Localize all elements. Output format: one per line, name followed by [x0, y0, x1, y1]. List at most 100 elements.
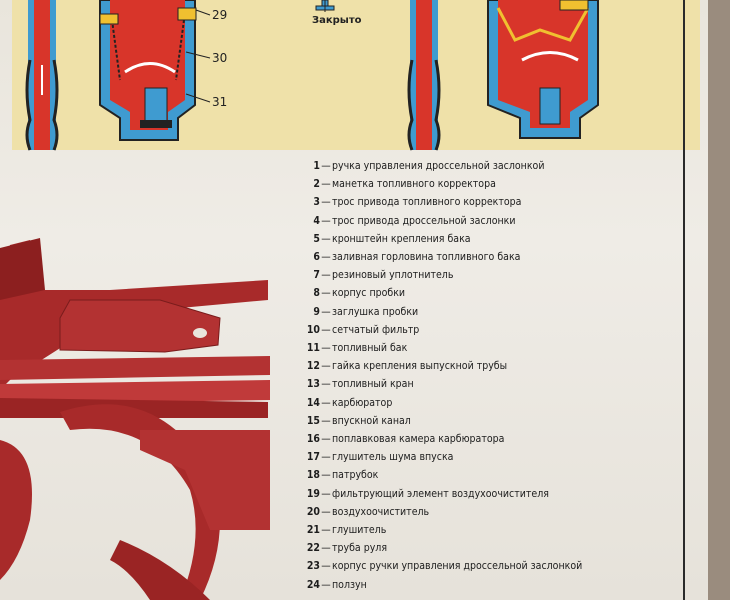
legend-item-number: 20: [306, 505, 320, 518]
legend-item: 5—кронштейн крепления бака: [300, 230, 471, 248]
legend-item: 2—манетка топливного корректора: [300, 175, 495, 193]
legend-item-text: трос привода топливного корректора: [332, 196, 522, 209]
legend-item: 23—корпус ручки управления дроссельной з…: [300, 557, 582, 575]
frame-lower-body: [140, 430, 270, 530]
right-seal: [559, 0, 589, 11]
right-tube-spring-right: [434, 59, 441, 151]
carburetor-left-section: [25, 0, 211, 151]
legend-item: 22—труба руля: [300, 539, 387, 557]
legend-item-dash: —: [321, 178, 331, 191]
frame-left-curve: [0, 440, 32, 580]
legend-item-number: 24: [306, 578, 320, 591]
legend-item: 4—трос привода дроссельной заслонки: [300, 212, 515, 230]
frame-bar-top: [0, 356, 270, 380]
legend-item-text: ползун: [332, 578, 367, 591]
legend-item: 17—глушитель шума впуска: [300, 448, 454, 466]
poster-border-line: [683, 0, 685, 600]
legend-item-text: поплавковая камера карбюратора: [332, 433, 505, 445]
legend-item-number: 6: [313, 251, 320, 263]
legend-item-text: корпус ручки управления дроссельной засл…: [332, 560, 583, 573]
legend-item: 7—резиновый уплотнитель: [300, 266, 453, 284]
callout-30: 30: [212, 51, 228, 65]
legend-item-text: глушитель: [332, 524, 387, 536]
legend-item-text: гайка крепления выпускной трубы: [332, 360, 508, 373]
legend-item-text: заливная горловина топливного бака: [332, 251, 521, 263]
legend-item: 10—сетчатый фильтр: [300, 321, 419, 339]
legend-item-dash: —: [321, 542, 331, 555]
legend-item: 8—корпус пробки: [300, 284, 405, 302]
legend-item-dash: —: [321, 487, 331, 500]
legend-item-text: резиновый уплотнитель: [332, 269, 454, 282]
legend-item: 1—ручка управления дроссельной заслонкой: [300, 157, 544, 175]
legend-item-dash: —: [321, 360, 331, 373]
left-seal-right: [177, 7, 197, 21]
left-needle-cap: [140, 120, 172, 128]
callout-29: 29: [212, 8, 228, 22]
legend-item-dash: —: [321, 524, 331, 536]
callout-30-leader: [185, 51, 211, 59]
legend-item-number: 16: [306, 433, 320, 445]
legend-item-dash: —: [321, 342, 331, 354]
legend-item: 3—трос привода топливного корректора: [300, 193, 521, 211]
legend-item-number: 21: [306, 524, 320, 536]
legend-item-text: патрубок: [332, 469, 379, 482]
carburetor-right-section: [407, 0, 599, 151]
callout-29-leader: [195, 9, 211, 16]
legend-item-dash: —: [321, 251, 331, 263]
moped-frame-illustration: [0, 238, 270, 600]
legend-item-dash: —: [321, 378, 331, 391]
legend-item: 21—глушитель: [300, 521, 386, 539]
legend-item-text: труба руля: [332, 542, 388, 555]
right-tube-fuel: [416, 0, 432, 150]
right-airflow: [521, 51, 579, 62]
legend-item-text: корпус пробки: [332, 287, 406, 300]
legend-item-text: карбюратор: [332, 396, 393, 409]
legend-item-text: топливный бак: [332, 342, 408, 354]
left-tube-spring: [25, 59, 32, 151]
left-float-spring: [111, 19, 185, 81]
legend-item-text: фильтрующий элемент воздухоочистителя: [332, 487, 549, 500]
legend-item-dash: —: [321, 269, 331, 282]
legend-item-dash: —: [321, 287, 331, 300]
legend-item-text: кронштейн крепления бака: [332, 232, 471, 245]
legend-item-number: 11: [306, 342, 320, 354]
legend-item-dash: —: [321, 323, 331, 336]
legend-item-number: 22: [306, 542, 320, 555]
legend-item-text: сетчатый фильтр: [332, 323, 420, 336]
legend-item-dash: —: [321, 305, 331, 318]
legend-item-dash: —: [321, 433, 331, 445]
frame-bar-mid: [0, 380, 270, 404]
legend-item-number: 13: [306, 378, 320, 391]
legend-item-number: 9: [313, 305, 320, 318]
legend-item-dash: —: [321, 214, 331, 227]
legend-item-number: 3: [313, 196, 320, 209]
legend-item-number: 4: [313, 214, 320, 227]
legend-item-number: 14: [306, 396, 320, 409]
legend-item-dash: —: [321, 396, 331, 409]
legend-item-text: топливный кран: [332, 378, 414, 391]
legend-item: 12—гайка крепления выпускной трубы: [300, 357, 507, 375]
legend-item-number: 17: [306, 451, 320, 464]
legend-item-number: 8: [313, 287, 320, 300]
frame-bracket: [0, 238, 45, 300]
right-tube-spring: [407, 59, 414, 151]
legend-item: 19—фильтрующий элемент воздухоочистителя: [300, 485, 549, 503]
legend-item: 13—топливный кран: [300, 375, 414, 393]
frame-plate: [59, 299, 221, 353]
left-airflow: [124, 62, 176, 74]
legend-item-number: 7: [313, 269, 320, 282]
legend-item-text: ручка управления дроссельной заслонкой: [332, 160, 545, 172]
legend-item-number: 1: [313, 160, 320, 172]
legend-item-dash: —: [321, 469, 331, 482]
legend-item: 6—заливная горловина топливного бака: [300, 248, 520, 266]
legend-item-number: 2: [313, 178, 320, 191]
legend-item-number: 15: [306, 414, 320, 427]
frame-hole: [193, 328, 207, 338]
legend-item-number: 19: [306, 487, 320, 500]
legend-item: 15—впускной канал: [300, 412, 411, 430]
state-caption-closed: Закрыто: [312, 15, 362, 26]
valve-closed-icon: [315, 0, 335, 12]
legend-item-dash: —: [321, 560, 331, 573]
